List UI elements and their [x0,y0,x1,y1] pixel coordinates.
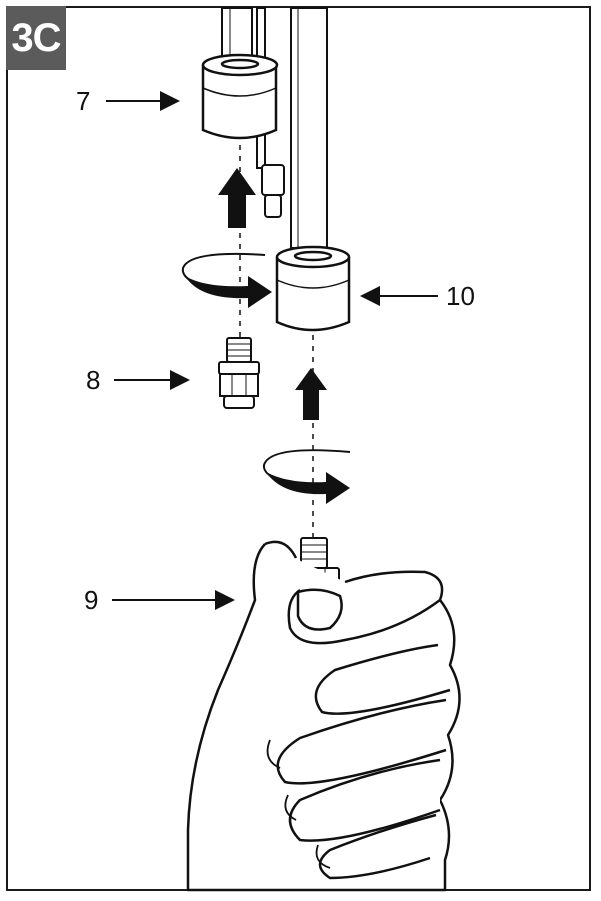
callout-label-9: 9 [84,585,99,615]
callout-label-8: 8 [86,365,101,395]
upper-hose-right [290,7,328,249]
callout-label-7: 7 [76,86,91,116]
callout-label-10: 10 [446,281,475,311]
hand-holding-fitting [186,540,461,892]
callout-pointers [106,91,438,610]
pull-up-arrow-lower [295,368,327,420]
upper-hose-left [221,7,253,61]
alignment-dashes [239,145,314,540]
rotation-arrow-lower [262,449,351,504]
part-8-fitting [218,337,260,409]
part-10-collar [275,245,351,332]
rotation-arrow-upper [181,252,272,308]
step-badge: 3C [6,6,66,70]
thin-tube-end [261,164,285,218]
pull-up-arrow-upper [218,168,256,228]
part-7-collar [201,53,279,140]
